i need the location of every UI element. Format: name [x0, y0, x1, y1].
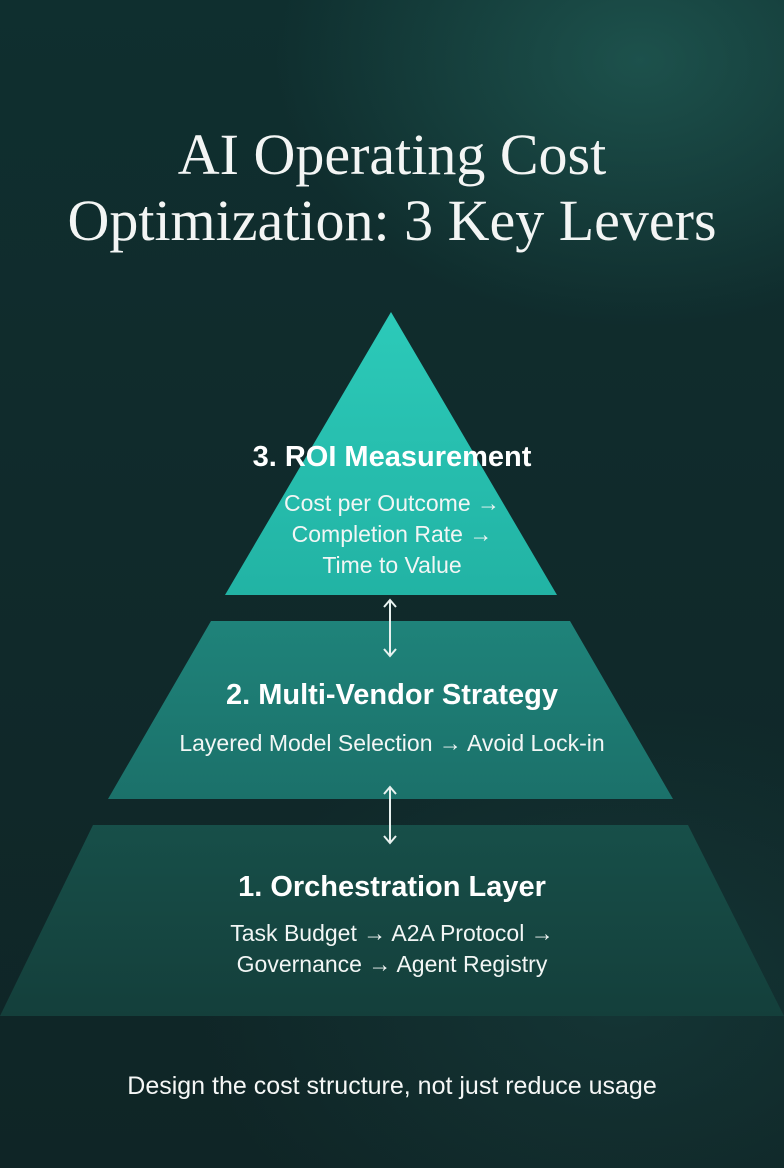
- tier-heading: 1. Orchestration Layer: [238, 871, 546, 903]
- tier-heading: 3. ROI Measurement: [252, 441, 532, 473]
- tier-detail-line: Cost per Outcome →: [283, 490, 501, 516]
- pyramid-tier-top: [225, 312, 557, 595]
- pyramid-tier-bottom: [0, 825, 784, 1016]
- tier-orchestration-layer: 1. Orchestration Layer Task Budget → A2A…: [0, 870, 784, 980]
- pyramid-tier-middle: [108, 621, 673, 799]
- double-headed-vertical-arrow-icon: [383, 785, 397, 845]
- tier-detail-line: Time to Value: [322, 552, 462, 578]
- double-headed-vertical-arrow-icon: [383, 598, 397, 658]
- tier-detail-line: Layered Model Selection → Avoid Lock-in: [179, 730, 605, 756]
- title-line-1: AI Operating Cost: [177, 122, 607, 187]
- tier-heading: 2. Multi-Vendor Strategy: [226, 679, 558, 711]
- tier-roi-measurement: 3. ROI Measurement Cost per Outcome → Co…: [0, 440, 784, 581]
- page-title: AI Operating Cost Optimization: 3 Key Le…: [0, 122, 784, 254]
- tier-detail: Layered Model Selection → Avoid Lock-in: [0, 728, 784, 759]
- tier-detail: Cost per Outcome → Completion Rate → Tim…: [0, 488, 784, 581]
- tier-detail-line: Task Budget → A2A Protocol →: [230, 920, 554, 946]
- tier-detail-line: Governance → Agent Registry: [236, 951, 548, 977]
- tier-detail-line: Completion Rate →: [291, 521, 493, 547]
- footer-tagline: Design the cost structure, not just redu…: [127, 1072, 657, 1100]
- tier-detail: Task Budget → A2A Protocol → Governance …: [0, 918, 784, 980]
- tier-multi-vendor-strategy: 2. Multi-Vendor Strategy Layered Model S…: [0, 678, 784, 759]
- title-line-2: Optimization: 3 Key Levers: [67, 188, 717, 253]
